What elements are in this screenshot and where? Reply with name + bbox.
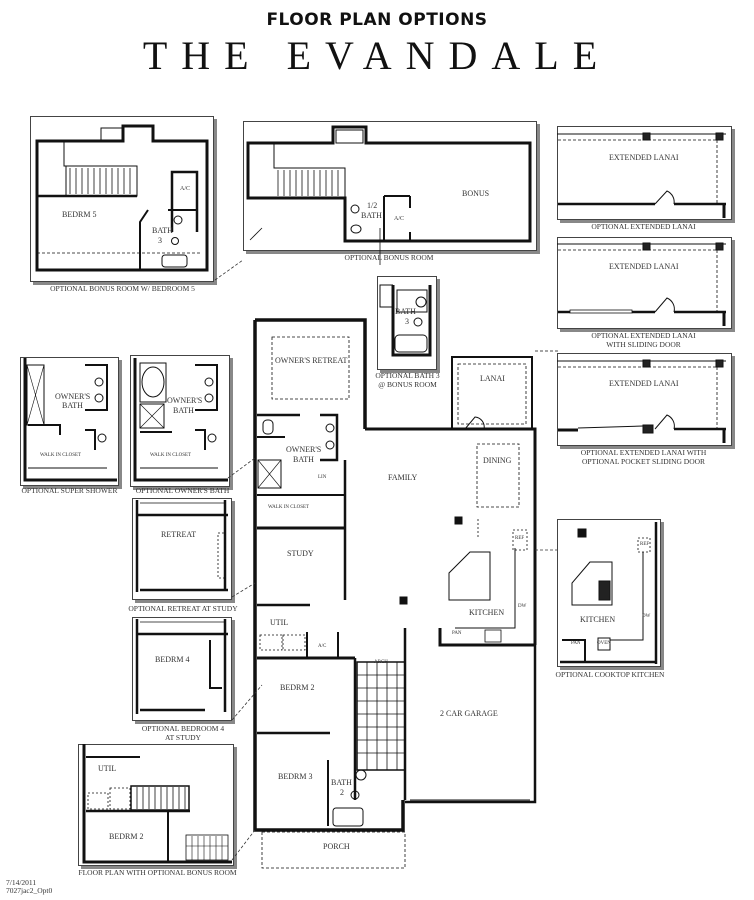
room-label-lanai: LANAI [480,374,505,383]
room-label-bath: BATH [361,211,382,220]
room-label-util: UTIL [270,618,289,627]
room-label-bath-number: 3 [158,236,162,245]
option-caption-line1: OPTIONAL BATH 3 [375,371,440,380]
room-label-bath2-2: 2 [340,788,344,797]
room-label-lin: LIN [318,475,327,480]
room-label-kitchen: KITCHEN [469,608,505,617]
plan-code: 7027jac2_Opt0 [6,886,53,895]
room-label-owners: OWNER'S [55,392,91,401]
room-label-bedroom5: BEDRM 5 [62,210,97,219]
room-label-owners: OWNER'S [167,396,203,405]
plan-footer: 7/14/2011 7027jac2_Opt0 [6,879,52,895]
room-label-walk-in-closet: WALK IN CLOSET [268,505,310,510]
room-label-util: UTIL [98,764,117,773]
room-label-pantry: PAN [571,641,581,646]
room-label-dining: DINING [483,456,512,465]
option-caption-line2: @ BONUS ROOM [378,380,437,389]
room-label-garage: 2 CAR GARAGE [440,709,498,718]
room-label-study: STUDY [287,549,314,558]
room-label-bedroom2: BEDRM 2 [109,832,144,841]
plan-title: THE EVANDALE [142,33,612,78]
room-label-dw: DW [642,614,651,619]
room-label-dw: DW [518,604,527,609]
option-caption: OPTIONAL SUPER SHOWER [21,486,118,495]
room-label-owners-bath-1: OWNER'S [286,445,322,454]
option-caption-line1: OPTIONAL BEDROOM 4 [141,724,225,733]
room-label-bath: BATH [62,401,83,410]
plan-subtitle: FLOOR PLAN OPTIONS [266,10,488,30]
plan-date: 7/14/2011 [6,878,37,887]
room-label-ac: A/C [394,216,405,222]
room-label-bath2-1: BATH [331,778,352,787]
room-label-bath-number: 3 [405,317,409,326]
room-label-ref: REF [640,542,650,547]
room-label-bath: BATH [395,307,416,316]
room-label-kitchen: KITCHEN [580,615,616,624]
option-caption-line2: AT STUDY [165,733,201,742]
option-caption-line1: OPTIONAL EXTENDED LANAI [591,331,696,340]
option-caption: OPTIONAL BONUS ROOM W/ BEDROOM 5 [50,284,195,293]
option-caption: OPTIONAL RETREAT AT STUDY [128,604,238,613]
option-caption-line2: OPTIONAL POCKET SLIDING DOOR [581,457,706,466]
room-label-family: FAMILY [388,473,418,482]
room-label-bonus: BONUS [462,189,490,198]
room-label-pantry: PAN [452,631,462,636]
room-label-ac: A/C [318,644,327,649]
option-caption: OPTIONAL OWNER'S BATH [135,486,230,495]
option-caption: OPTIONAL EXTENDED LANAI [591,222,696,231]
option-caption: OPTIONAL COOKTOP KITCHEN [555,670,665,679]
room-label-bedroom3: BEDRM 3 [278,772,313,781]
room-label-half: 1/2 [367,201,378,210]
room-label-oven: OVEN [597,641,611,646]
option-caption-line2: WITH SLIDING DOOR [606,340,681,349]
room-label-bedroom4: BEDRM 4 [155,655,190,664]
room-label-ac: A/C [180,186,191,192]
room-label-owners-retreat: OWNER'S RETREAT [275,356,348,365]
room-label-extended-lanai: EXTENDED LANAI [609,379,679,388]
option-caption-line1: OPTIONAL EXTENDED LANAI WITH [580,448,707,457]
room-label-bath: BATH [173,406,194,415]
room-label-porch: PORCH [323,842,350,851]
room-label-retreat: RETREAT [161,530,197,539]
room-label-extended-lanai: EXTENDED LANAI [609,262,679,271]
room-label-closet: WALK IN CLOSET [40,453,82,458]
option-caption: OPTIONAL BONUS ROOM [344,253,434,262]
room-label-closet: WALK IN CLOSET [150,453,192,458]
room-label-arch: ARCH [374,660,388,665]
room-label-bedroom2: BEDRM 2 [280,683,315,692]
room-label-ref: REF [515,536,525,541]
room-label-extended-lanai: EXTENDED LANAI [609,153,679,162]
room-label-owners-bath-2: BATH [293,455,314,464]
option-caption: FLOOR PLAN WITH OPTIONAL BONUS ROOM [78,868,237,877]
room-label-bath: BATH [152,226,173,235]
